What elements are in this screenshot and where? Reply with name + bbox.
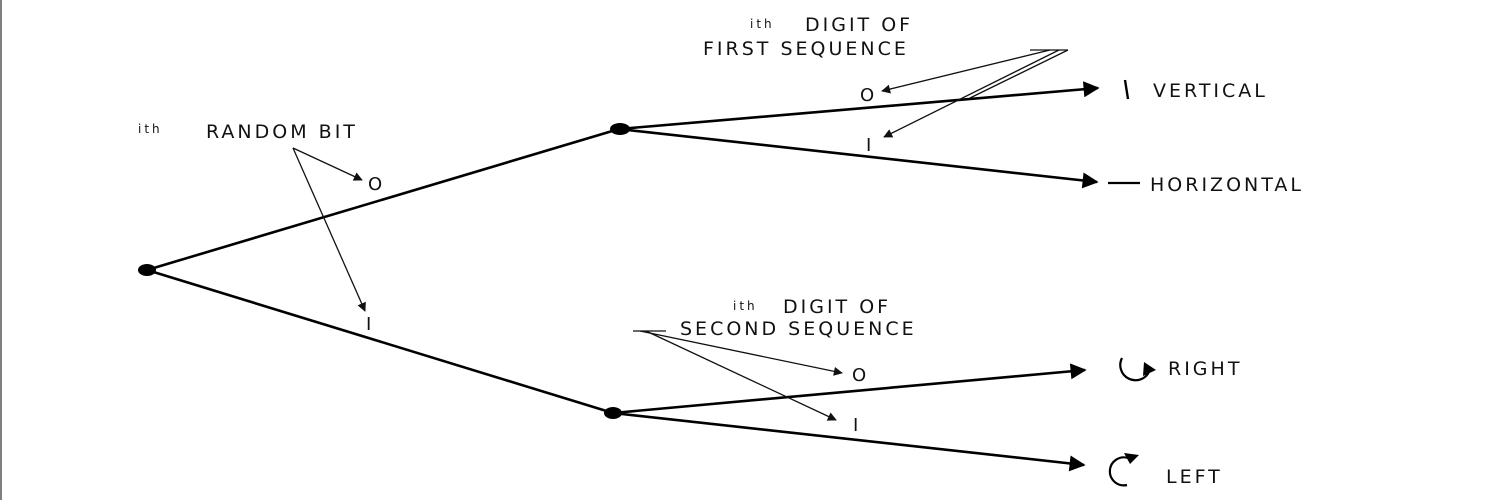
- first-seq-zero: O: [860, 85, 877, 106]
- first-seq-one: I: [866, 135, 874, 156]
- edge-root-to-upper: [146, 127, 620, 272]
- rotate-right-icon: [1119, 357, 1156, 382]
- second-seq-one: I: [853, 415, 861, 436]
- upper-node: [610, 123, 630, 135]
- edge-root-to-lower: [146, 268, 614, 415]
- pointer-random-zero: [292, 147, 363, 181]
- vertical-symbol-icon: [1123, 79, 1130, 100]
- second-seq-line2: SECOND SEQUENCE: [680, 318, 917, 340]
- edge-right: [612, 363, 1087, 415]
- edge-horizontal: [618, 127, 1099, 189]
- outcome-horizontal: HORIZONTAL: [1150, 174, 1304, 196]
- lower-node: [604, 407, 622, 419]
- pointer-first-zero: [881, 49, 1051, 94]
- outcome-left: LEFT: [1166, 466, 1223, 488]
- rotate-left-icon: [1108, 453, 1139, 487]
- random-bit-label: RANDOM BIT: [206, 121, 358, 143]
- first-seq-line1: DIGIT OF: [805, 14, 913, 36]
- pointer-second-zero: [639, 330, 843, 376]
- second-seq-superscript: ith: [733, 299, 758, 313]
- pointer-first-one: [883, 49, 1060, 138]
- second-seq-zero: O: [852, 365, 869, 386]
- random-bit-one: I: [366, 314, 374, 335]
- random-bit-zero: O: [368, 174, 385, 195]
- root-node: [138, 264, 156, 276]
- outcome-vertical: VERTICAL: [1153, 80, 1268, 102]
- first-seq-superscript: ith: [750, 17, 775, 31]
- second-seq-line1: DIGIT OF: [783, 296, 891, 318]
- edge-vertical: [618, 81, 1100, 131]
- pointer-second-one: [645, 330, 837, 421]
- edge-left: [612, 411, 1086, 472]
- outcome-right: RIGHT: [1168, 358, 1242, 380]
- random-bit-superscript: ith: [138, 122, 163, 136]
- pointer-random-one: [292, 147, 366, 312]
- pointer-first-tail: [969, 49, 1069, 99]
- first-seq-line2: FIRST SEQUENCE: [703, 38, 909, 60]
